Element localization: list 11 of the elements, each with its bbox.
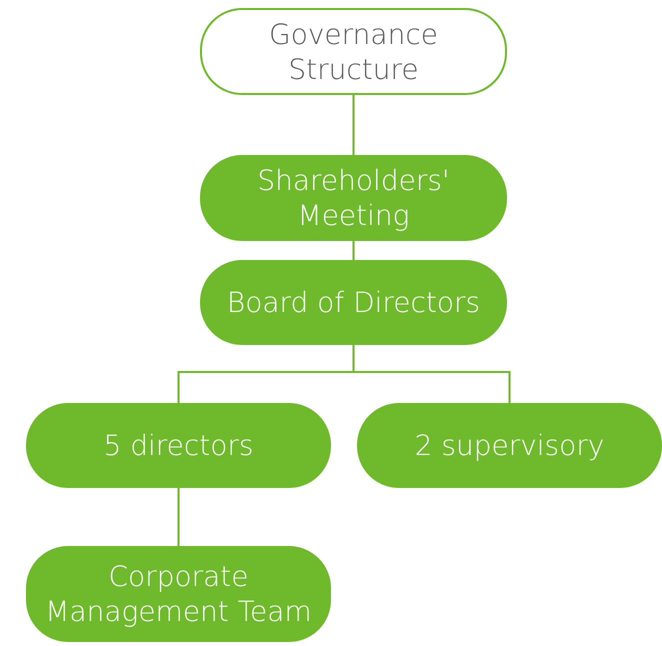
rounded-box	[357, 403, 662, 488]
box-label: Shareholders' Meeting	[256, 163, 451, 233]
box-label: 5 directors	[104, 428, 254, 463]
box-label: 2 supervisory	[414, 428, 604, 463]
box-label: Corporate Management Team	[44, 559, 313, 629]
box-label: Governance Structure	[268, 16, 439, 86]
connector-line	[352, 95, 354, 155]
connector-line	[178, 488, 180, 546]
box-label: Board of Directors	[226, 285, 480, 320]
connector-line	[352, 345, 510, 403]
connector-line	[352, 241, 354, 260]
